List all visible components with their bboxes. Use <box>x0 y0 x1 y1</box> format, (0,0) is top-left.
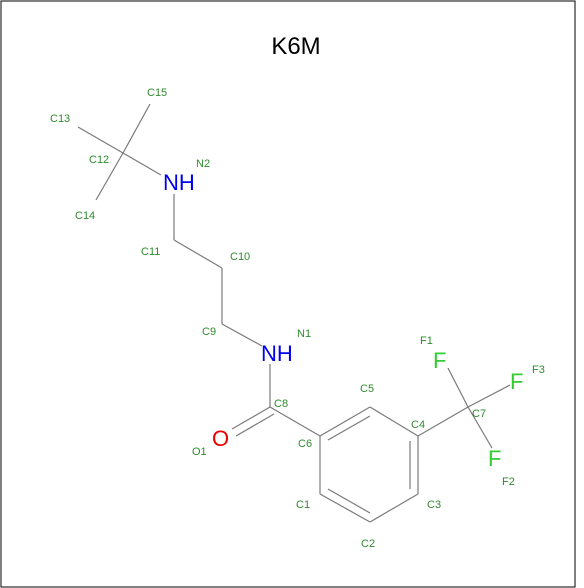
label-c15: C15 <box>147 87 167 99</box>
label-n1: N1 <box>297 328 311 340</box>
atom-symbols: NH NH O F F F <box>163 170 523 471</box>
bond-c8-o1-b <box>235 413 275 437</box>
bond-c15-c12 <box>122 103 151 154</box>
label-c1: C1 <box>296 499 310 511</box>
bond-c8-o1-a <box>231 406 271 430</box>
diagram-title: K6M <box>271 33 320 60</box>
o1-symbol: O <box>212 426 229 451</box>
label-c10: C10 <box>230 251 250 263</box>
label-c7: C7 <box>472 408 486 420</box>
label-o1: O1 <box>192 446 207 458</box>
atom-labels: C15 C13 C12 N2 C14 C11 C10 C9 N1 C5 C8 F… <box>50 87 545 550</box>
n1-symbol: NH <box>261 341 293 366</box>
label-f2: F2 <box>502 476 515 488</box>
label-c13: C13 <box>50 113 70 125</box>
label-c9: C9 <box>202 326 216 338</box>
label-f1: F1 <box>420 335 433 347</box>
bond-c7-f1 <box>447 367 469 408</box>
bond-c5-c4 <box>369 406 419 437</box>
n2-symbol: NH <box>163 170 195 195</box>
bond-c9-n1 <box>221 323 263 347</box>
bonds <box>77 103 511 523</box>
bond-c12-n2 <box>122 152 162 176</box>
bond-c12-c14 <box>95 152 124 201</box>
bond-c4-c7 <box>417 406 469 437</box>
bond-c6-c5 <box>319 406 371 437</box>
label-c8: C8 <box>274 398 288 410</box>
label-c6: C6 <box>298 438 312 450</box>
bond-c7-f3 <box>467 384 511 408</box>
label-c3: C3 <box>427 499 441 511</box>
bond-c8-c6 <box>269 406 321 437</box>
label-c12: C12 <box>89 154 109 166</box>
label-c5: C5 <box>360 383 374 395</box>
label-c4: C4 <box>411 419 425 431</box>
label-n2: N2 <box>196 158 210 170</box>
label-c14: C14 <box>75 210 95 222</box>
f3-symbol: F <box>510 369 523 394</box>
bond-c11-c10 <box>173 239 223 269</box>
bond-c2-c1-inner <box>327 488 371 514</box>
bond-c6-c5-inner <box>327 415 371 441</box>
bond-c7-f2 <box>467 406 493 449</box>
bond-c3-c2 <box>369 493 419 523</box>
bond-c13-c12 <box>77 126 124 154</box>
label-f3: F3 <box>532 364 545 376</box>
label-c11: C11 <box>141 246 160 258</box>
bond-c2-c1 <box>319 493 371 523</box>
f2-symbol: F <box>488 446 501 471</box>
label-c2: C2 <box>361 538 375 550</box>
f1-symbol: F <box>433 348 446 373</box>
